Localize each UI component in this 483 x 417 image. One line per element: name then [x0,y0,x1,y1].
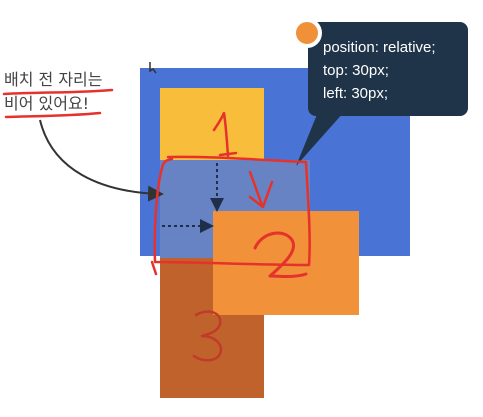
callout-dot [292,18,322,48]
vacated-spot-outline [153,155,311,267]
vacated-spot-outline-tail [150,260,158,276]
vacated-spot-note: 배치 전 자리는 비어 있어요! [4,68,144,116]
note-line-1: 배치 전 자리는 [4,70,103,89]
note-line-2: 비어 있어요! [4,94,90,113]
handwritten-3 [192,310,223,362]
css-callout-text: position: relative; top: 30px; left: 30p… [323,36,468,105]
note-underline-1 [2,88,114,96]
mouse-cursor-icon [149,62,157,74]
css-line-left: left: 30px; [323,85,389,102]
handwritten-2 [253,231,308,278]
move-arrow [248,170,274,209]
css-line-top: top: 30px; [323,62,389,79]
box-1 [160,88,264,160]
css-callout-bubble [308,22,468,116]
note-underline-2 [4,111,102,119]
handwritten-1 [212,111,238,158]
callout-pointer [296,112,344,166]
css-line-position: position: relative; [323,39,436,56]
note-arrow [39,119,164,202]
